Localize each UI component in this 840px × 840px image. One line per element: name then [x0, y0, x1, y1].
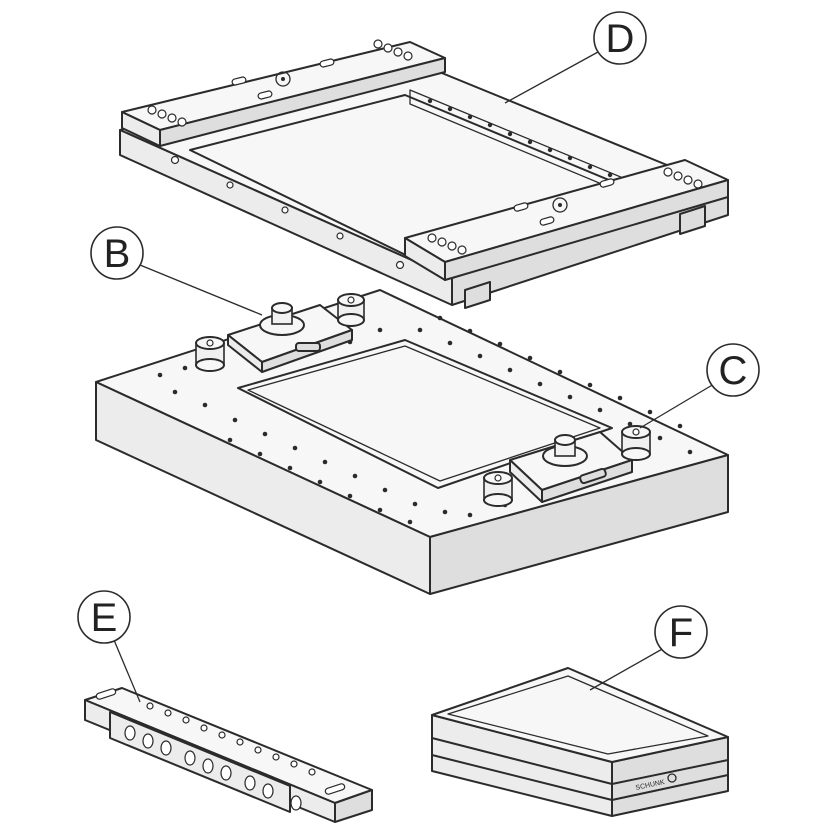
part-f-tray: SCHUNK — [431, 667, 729, 817]
clamp-knob — [195, 336, 225, 372]
tray-recess — [447, 675, 709, 755]
frame-side-holes — [170, 155, 405, 270]
rail-top-holes — [146, 702, 316, 776]
clamp-pin-top — [271, 302, 293, 314]
base-hole-pattern — [157, 315, 693, 525]
frame-foot — [679, 205, 706, 235]
clamp-pin-top — [554, 434, 576, 446]
callout-c: C — [706, 343, 760, 397]
callout-f: F — [654, 605, 708, 659]
base-pocket — [237, 339, 613, 489]
base-pocket-inner-edge — [247, 345, 601, 482]
leader-line-c — [639, 383, 715, 429]
leader-line-b — [139, 264, 263, 316]
callout-e: E — [77, 590, 131, 644]
clamp-knob — [337, 293, 365, 327]
clamp-knob — [621, 425, 651, 461]
clamp-knob — [483, 471, 513, 507]
rail-hole-row — [427, 98, 613, 178]
tray-logo-mark — [667, 773, 677, 783]
leader-lines — [113, 51, 715, 703]
base-side-face — [429, 454, 729, 595]
callout-d: D — [593, 11, 647, 65]
part-c-clamp-module — [483, 425, 651, 507]
callout-c-label: C — [719, 349, 748, 393]
part-d-frame — [119, 39, 729, 309]
rail-end-face — [334, 789, 373, 823]
callout-b: B — [90, 226, 144, 280]
part-b-clamp-module — [195, 293, 365, 373]
leader-line-e — [113, 639, 141, 703]
frame-top-plate-right — [404, 159, 729, 281]
callout-d-label: D — [606, 17, 635, 61]
frame-foot — [464, 281, 491, 309]
rail-side-holes — [124, 725, 302, 811]
frame-top-plate-left — [121, 39, 446, 147]
leader-line-d — [504, 51, 599, 104]
leader-line-f — [589, 647, 665, 691]
tray-top-face — [431, 667, 729, 763]
rail-lower-body — [109, 711, 291, 813]
callout-b-label: B — [104, 232, 131, 276]
callout-f-label: F — [669, 611, 693, 655]
rail-slot — [95, 688, 346, 795]
callout-e-label: E — [91, 596, 118, 640]
part-e-rail — [84, 687, 373, 823]
